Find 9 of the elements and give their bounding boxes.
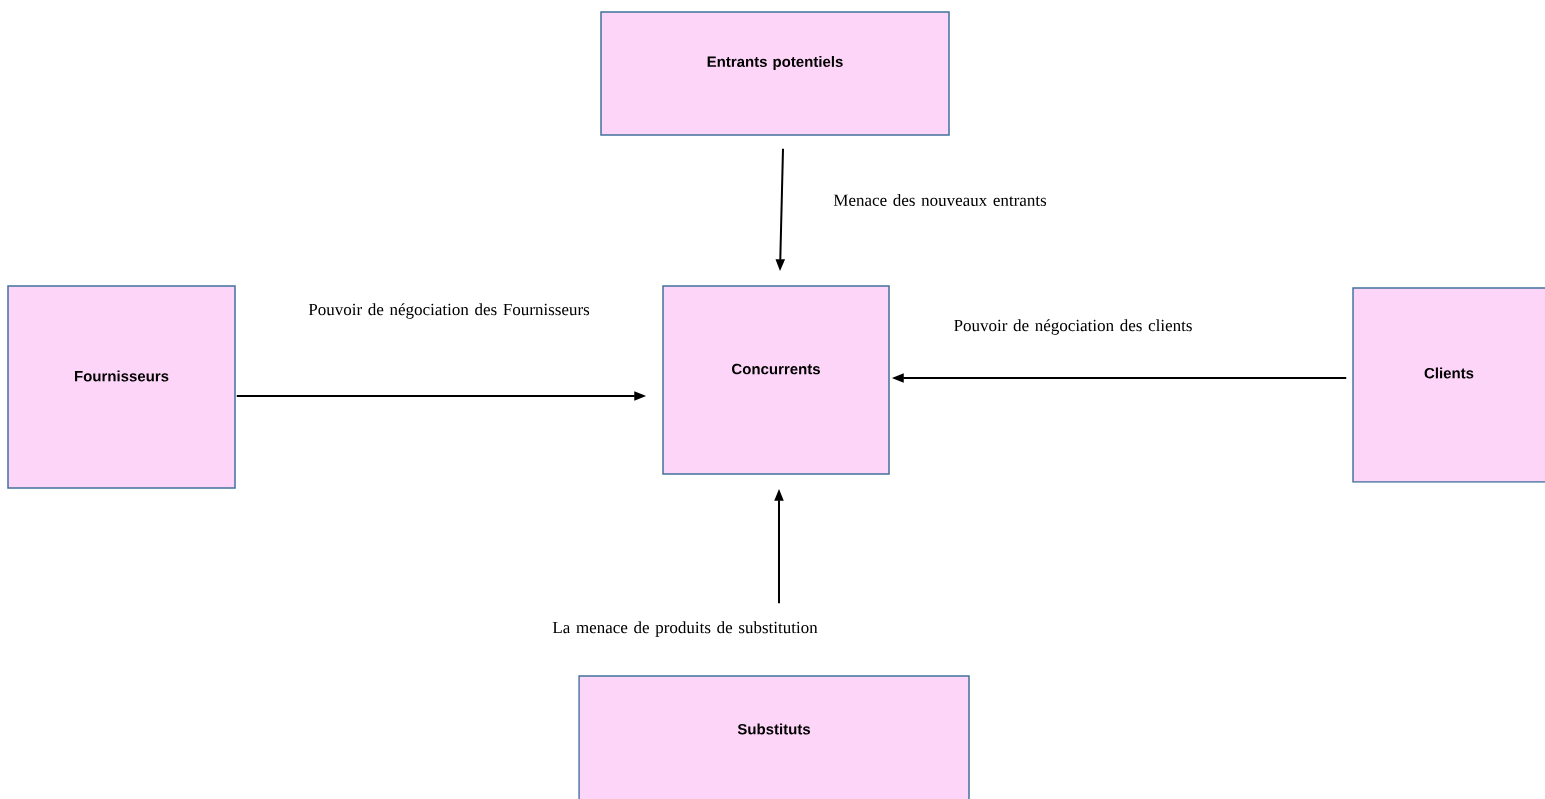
- force-box: Clients: [1352, 287, 1545, 483]
- edge-label: Pouvoir de négociation des Fournisseurs: [308, 303, 590, 319]
- edge-label: Menace des nouveaux entrants: [833, 194, 1047, 206]
- force-box: Substituts: [578, 675, 970, 799]
- force-box: Entrants potentiels: [600, 11, 950, 136]
- force-box: Fournisseurs: [7, 285, 236, 489]
- force-box: Concurrents: [662, 285, 890, 475]
- edge-label: Pouvoir de négociation des clients: [954, 319, 1192, 335]
- edge-label: La menace de produits de substitution: [552, 621, 818, 637]
